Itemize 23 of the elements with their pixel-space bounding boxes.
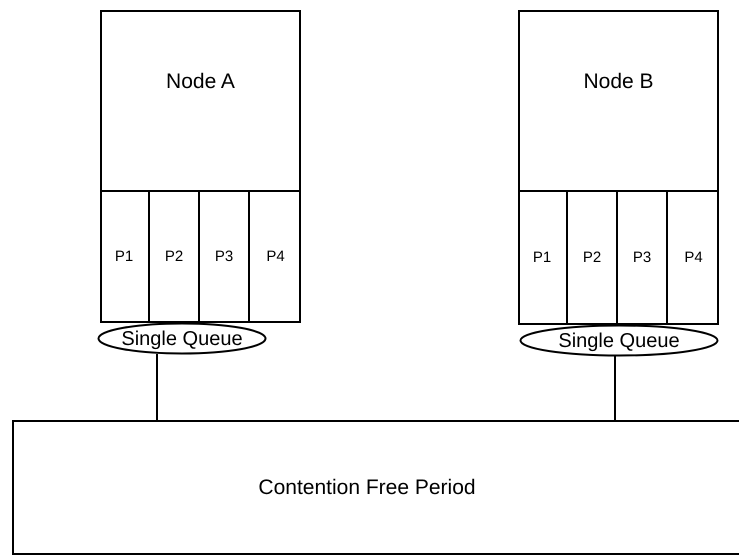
port-label: P4	[684, 248, 703, 268]
port-label: P1	[114, 247, 134, 268]
port-label: P2	[164, 247, 184, 268]
connector-line	[156, 354, 158, 420]
queue-ellipse	[519, 324, 719, 357]
port-label: P3	[632, 248, 652, 268]
period-band	[12, 420, 739, 555]
port-cell	[100, 190, 150, 323]
port-label: P3	[214, 247, 234, 268]
port-label: P2	[582, 248, 602, 268]
queue-ellipse	[97, 322, 267, 355]
period-label: Contention Free Period	[258, 474, 476, 501]
port-cell	[518, 190, 568, 325]
queue-label: Single Queue	[121, 328, 243, 348]
node-title: Node A	[166, 69, 235, 96]
port-cell	[200, 190, 250, 323]
port-label: P4	[266, 247, 285, 268]
node-box	[100, 10, 301, 323]
connector-line	[614, 356, 616, 420]
node-box	[518, 10, 719, 325]
node-title: Node B	[583, 69, 654, 96]
queue-label: Single Queue	[558, 330, 680, 350]
port-label: P1	[532, 248, 552, 268]
